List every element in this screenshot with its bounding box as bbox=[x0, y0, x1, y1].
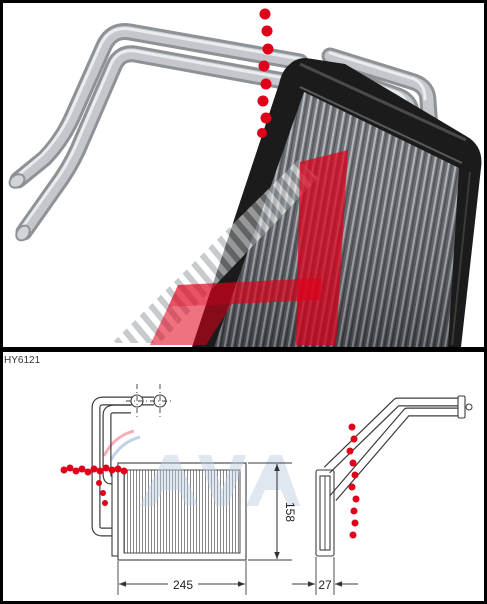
width-dimension: 245 bbox=[117, 561, 247, 595]
drawing-background bbox=[3, 352, 484, 601]
pipe-end-upper bbox=[8, 173, 26, 189]
core-header-edge bbox=[299, 62, 467, 142]
side-view bbox=[315, 395, 473, 557]
depth-label: 27 bbox=[318, 578, 332, 592]
watermark-crossbar bbox=[168, 278, 322, 307]
height-label: 158 bbox=[283, 502, 297, 522]
width-label: 245 bbox=[173, 578, 193, 592]
inlet-outlet-pipes bbox=[8, 23, 309, 242]
technical-drawing: HY6121 bbox=[3, 352, 484, 601]
watermark-left-leg bbox=[112, 160, 318, 343]
watermark-logo bbox=[112, 150, 348, 345]
drawing-watermark bbox=[102, 429, 300, 506]
pipe-fitting-end bbox=[465, 403, 473, 411]
watermark-base bbox=[150, 304, 232, 345]
core-side-edge bbox=[451, 171, 471, 346]
red-dotted-line-horizontal bbox=[60, 464, 128, 506]
part-number: HY6121 bbox=[4, 355, 41, 366]
front-core-fins bbox=[123, 469, 241, 554]
pipe-end-lower bbox=[15, 224, 31, 242]
red-dotted-line bbox=[257, 8, 274, 138]
height-dimension: 158 bbox=[248, 462, 297, 561]
depth-dimension: 27 bbox=[292, 557, 358, 595]
side-core-outline bbox=[315, 469, 335, 557]
front-core-outline bbox=[117, 462, 247, 561]
side-view-pipes bbox=[323, 395, 473, 501]
product-photo bbox=[3, 3, 484, 347]
core-header-line bbox=[299, 86, 463, 164]
pipe-fitting bbox=[457, 395, 466, 419]
red-dotted-line-vertical bbox=[346, 423, 360, 539]
